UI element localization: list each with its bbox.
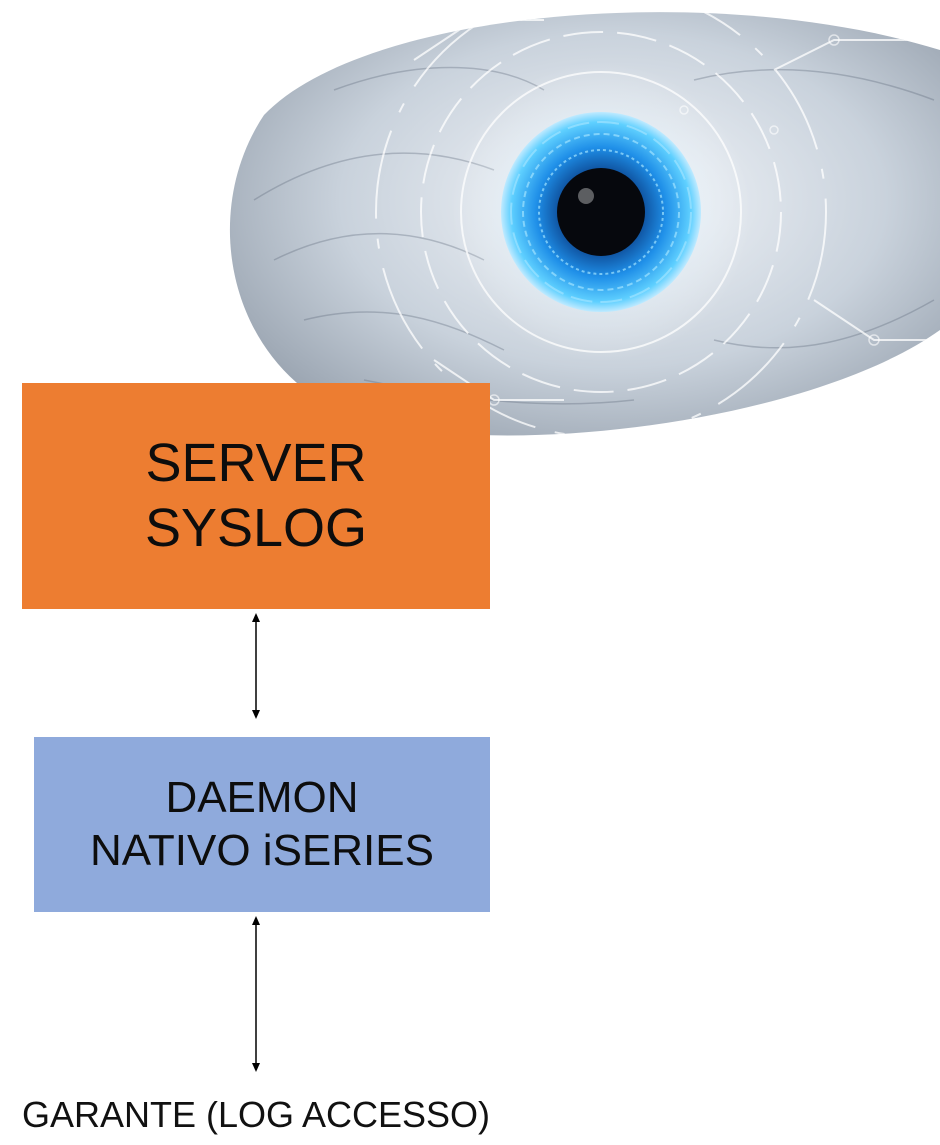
bidirectional-arrow-1 xyxy=(252,613,260,719)
bidirectional-arrow-2 xyxy=(252,916,260,1072)
daemon-line2: NATIVO iSERIES xyxy=(90,825,434,875)
daemon-line1: DAEMON xyxy=(165,772,359,822)
cyber-eye-image xyxy=(229,12,940,436)
server-syslog-line1: SERVER xyxy=(145,433,367,494)
garante-log-accesso-label: GARANTE (LOG ACCESSO) xyxy=(21,1094,491,1135)
server-syslog-box: SERVER SYSLOG xyxy=(22,383,490,609)
daemon-nativo-box: DAEMON NATIVO iSERIES xyxy=(34,737,490,912)
server-syslog-line2: SYSLOG xyxy=(144,498,368,558)
